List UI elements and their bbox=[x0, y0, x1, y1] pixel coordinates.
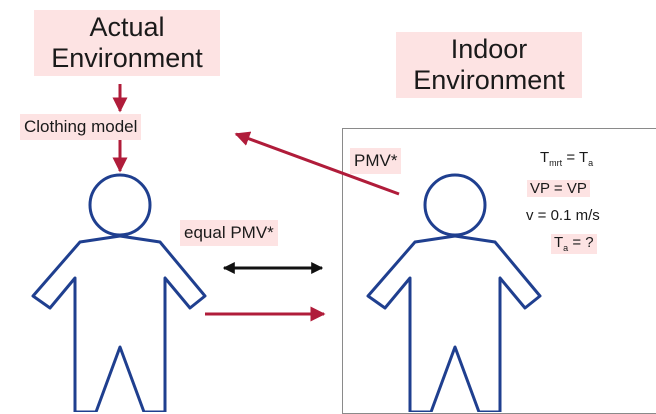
indoor-environment-label: Indoor Environment bbox=[396, 32, 582, 99]
actual-person-icon bbox=[31, 173, 207, 412]
tmrt-subscript: mrt bbox=[549, 158, 563, 168]
pmv-to-clothing-arrow bbox=[234, 131, 400, 196]
clothing-model-label: Clothing model bbox=[20, 114, 142, 140]
ta-symbol: T bbox=[579, 149, 589, 166]
actual-environment-label: Actual Environment bbox=[34, 10, 220, 77]
pmv-label: PMV* bbox=[350, 148, 402, 174]
condition-vp-equals-vp: VP = VP bbox=[527, 180, 590, 197]
equal-pmv-label: equal PMV* bbox=[180, 220, 278, 246]
ta-unknown-symbol: T bbox=[554, 234, 564, 251]
condition-air-velocity: v = 0.1 m/s bbox=[526, 207, 600, 224]
ta-unknown-subscript: a bbox=[563, 243, 569, 253]
condition-ta-unknown: Ta = ? bbox=[551, 234, 597, 254]
ta-unknown-value: ? bbox=[585, 234, 594, 251]
ta-subscript: a bbox=[588, 158, 594, 168]
indoor-person-icon bbox=[366, 173, 542, 412]
tmrt-symbol: T bbox=[540, 149, 550, 166]
condition-tmrt-equals-ta: Tmrt = Ta bbox=[540, 149, 594, 168]
